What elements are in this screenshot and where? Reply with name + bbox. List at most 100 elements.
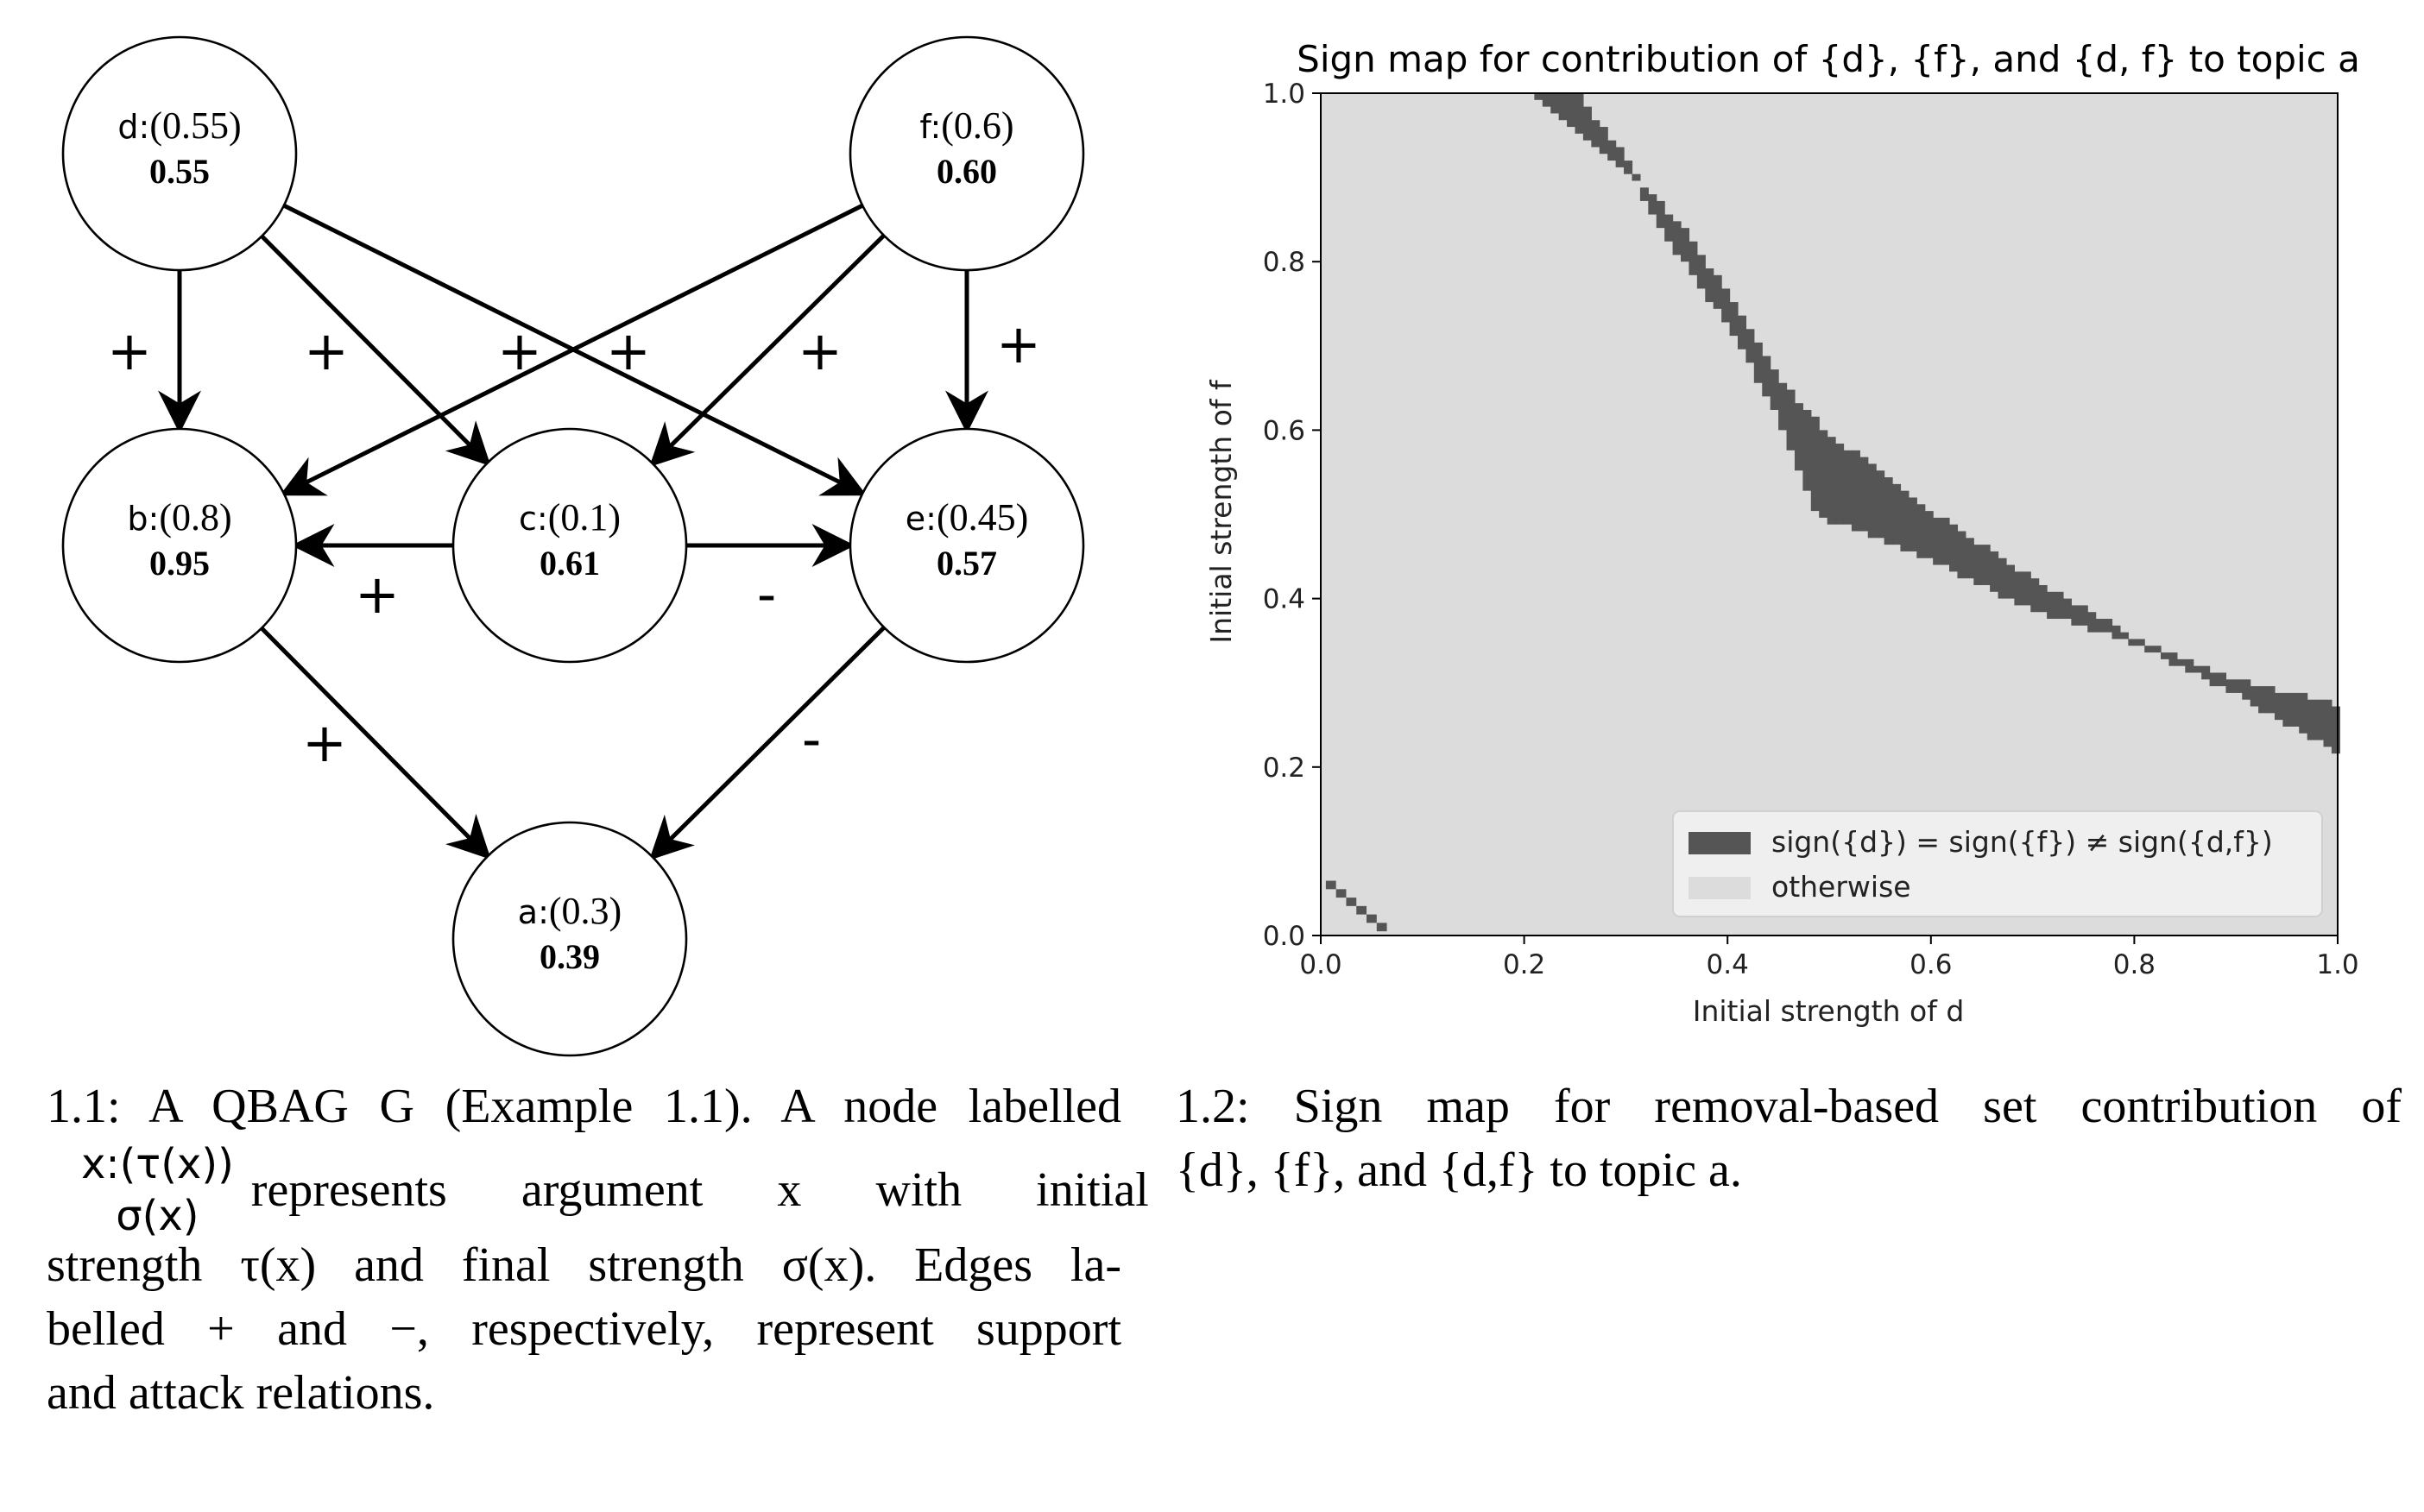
edge-f-c xyxy=(649,234,886,468)
node-label-legend: x:(τ(x)) σ(x) xyxy=(81,1138,234,1242)
y-tick-label: 0.8 xyxy=(1263,247,1305,278)
heatmap-cell-small xyxy=(1367,914,1377,923)
heatmap-cell xyxy=(1981,545,1991,585)
edge-sign-d-c: + xyxy=(304,319,349,382)
node-circle-d xyxy=(61,35,298,272)
x-tick-label: 0.0 xyxy=(1299,949,1341,980)
caption-left: 1.1: A QBAG G (Example 1.1). A node labe… xyxy=(47,1074,1149,1425)
heatmap-cell xyxy=(2095,619,2105,633)
heatmap-cell xyxy=(1672,221,1682,255)
heatmap-cell xyxy=(2062,598,2072,620)
heatmap-cell xyxy=(1778,382,1788,431)
heatmap-cell xyxy=(2112,625,2121,639)
heatmap-cell xyxy=(1827,437,1836,525)
heatmap-cell xyxy=(2258,686,2268,714)
heatmap-cell xyxy=(2299,692,2308,734)
edge-sign-d-b: + xyxy=(107,319,152,382)
edge-sign-c-b: + xyxy=(355,563,400,626)
heatmap-cell xyxy=(1582,106,1592,141)
heatmap-cell xyxy=(2161,652,2170,659)
heatmap-cell xyxy=(1835,444,1845,525)
heatmap-cell xyxy=(1624,161,1633,174)
heatmap-cell xyxy=(1965,538,1974,579)
heatmap-cell xyxy=(1753,342,1763,383)
edge-e-a xyxy=(648,626,886,860)
heatmap-cell-small xyxy=(1325,880,1336,890)
heatmap-cell xyxy=(1990,551,1999,592)
heatmap-cell xyxy=(2323,699,2332,747)
heatmap-cell xyxy=(1567,93,1576,128)
heatmap-cell xyxy=(2193,665,2202,673)
heatmap-cell xyxy=(2071,605,2080,626)
heatmap-cell xyxy=(1916,504,1926,558)
node-name-d: d:(0.55) xyxy=(117,104,241,147)
heatmap-cell xyxy=(1721,288,1731,323)
heatmap-cell xyxy=(1876,470,1885,539)
caption-right: 1.2: Sign map for removal-based set cont… xyxy=(1176,1074,2402,1202)
heatmap-cell xyxy=(1810,416,1820,512)
heatmap-cell xyxy=(1859,457,1869,532)
heatmap-cell-small xyxy=(1356,905,1367,915)
heatmap-cell xyxy=(2307,699,2316,740)
heatmap-cell xyxy=(1786,389,1796,450)
node-final-c: 0.61 xyxy=(540,544,600,583)
heatmap-cell xyxy=(1591,120,1600,148)
heatmap-cell xyxy=(1729,302,1739,337)
heatmap-cell xyxy=(1664,214,1674,242)
heatmap-cell-small xyxy=(1346,898,1357,906)
heatmap-cell xyxy=(2128,639,2137,646)
x-tick-label: 0.4 xyxy=(1707,949,1749,980)
heatmap-cell xyxy=(1550,93,1560,114)
heatmap-cell xyxy=(1689,241,1698,275)
heatmap-cell xyxy=(1632,173,1641,181)
heatmap-cell xyxy=(2233,679,2243,693)
heatmap-cell xyxy=(1933,517,1942,565)
heatmap-cell xyxy=(1998,558,2007,599)
heatmap-cell xyxy=(1713,274,1722,309)
heatmap-cell xyxy=(2168,652,2178,666)
heatmap-cell xyxy=(2331,706,2340,754)
x-tick-label: 0.6 xyxy=(1910,949,1952,980)
heatmap-cell xyxy=(1681,228,1690,262)
heatmap-cell xyxy=(1705,268,1714,303)
edge-sign-b-a: + xyxy=(302,711,347,774)
heatmap-cell xyxy=(2030,578,2040,613)
heatmap-cell xyxy=(1908,497,1917,551)
nodes-layer: d:(0.55)0.55f:(0.6)0.60b:(0.8)0.95c:(0.1… xyxy=(61,35,1085,1057)
legend-label: sign({d}) = sign({f}) ≠ sign({d,f}) xyxy=(1771,825,2273,859)
heatmap-cell xyxy=(1843,450,1853,525)
edge-sign-f-e: + xyxy=(996,312,1041,375)
heatmap-cell xyxy=(2022,571,2031,606)
node-a: a:(0.3)0.39 xyxy=(451,821,688,1057)
heatmap-cell xyxy=(1575,93,1584,134)
caption-left-line-1: 1.1: A QBAG G (Example 1.1). A node labe… xyxy=(47,1080,1121,1133)
y-tick-label: 0.4 xyxy=(1263,584,1305,615)
heatmap-cell xyxy=(1941,517,1950,565)
heatmap-cell-small xyxy=(1335,889,1347,898)
heatmap-cell xyxy=(1639,187,1649,201)
caption-left-line-5: and attack relations. xyxy=(47,1366,435,1420)
heatmap-cell xyxy=(2217,672,2227,687)
edge-sign-d-e: + xyxy=(497,319,542,382)
x-tick-label: 0.2 xyxy=(1503,949,1545,980)
heatmap-cell xyxy=(2104,619,2113,633)
edge-f-b xyxy=(279,203,864,496)
heatmap-cell xyxy=(2209,672,2219,687)
heatmap-cell xyxy=(2136,639,2145,646)
node-name-f: f:(0.6) xyxy=(919,104,1013,147)
heatmap-cell xyxy=(1900,490,1910,551)
node-circle-e xyxy=(849,427,1085,664)
node-final-a: 0.39 xyxy=(540,937,600,976)
heatmap-cell xyxy=(1949,524,1959,572)
heatmap-cell xyxy=(2315,699,2325,740)
node-circle-b xyxy=(61,427,298,664)
node-circle-f xyxy=(849,35,1085,272)
y-tick-label: 0.2 xyxy=(1263,753,1305,784)
chart-title: Sign map for contribution of {d}, {f}, a… xyxy=(1297,38,2360,80)
heatmap-cell xyxy=(2266,686,2276,714)
heatmap-cell xyxy=(2201,665,2211,680)
node-name-e: e:(0.45) xyxy=(906,496,1029,539)
caption-right-line-2: {d}, {f}, and {d,f} to topic a. xyxy=(1176,1143,1742,1197)
heatmap-cell xyxy=(2047,591,2056,620)
